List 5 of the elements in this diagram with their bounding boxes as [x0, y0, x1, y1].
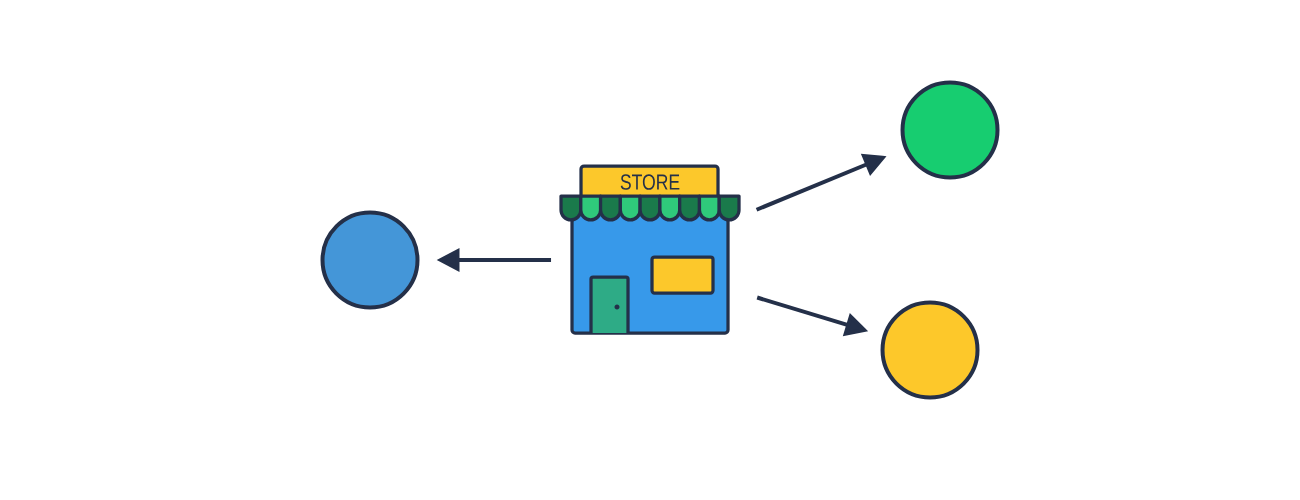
storefront: STORE — [559, 164, 741, 335]
node-label: STORE — [620, 174, 680, 190]
circle — [880, 300, 980, 400]
circle — [320, 210, 420, 310]
circle — [900, 80, 1000, 180]
